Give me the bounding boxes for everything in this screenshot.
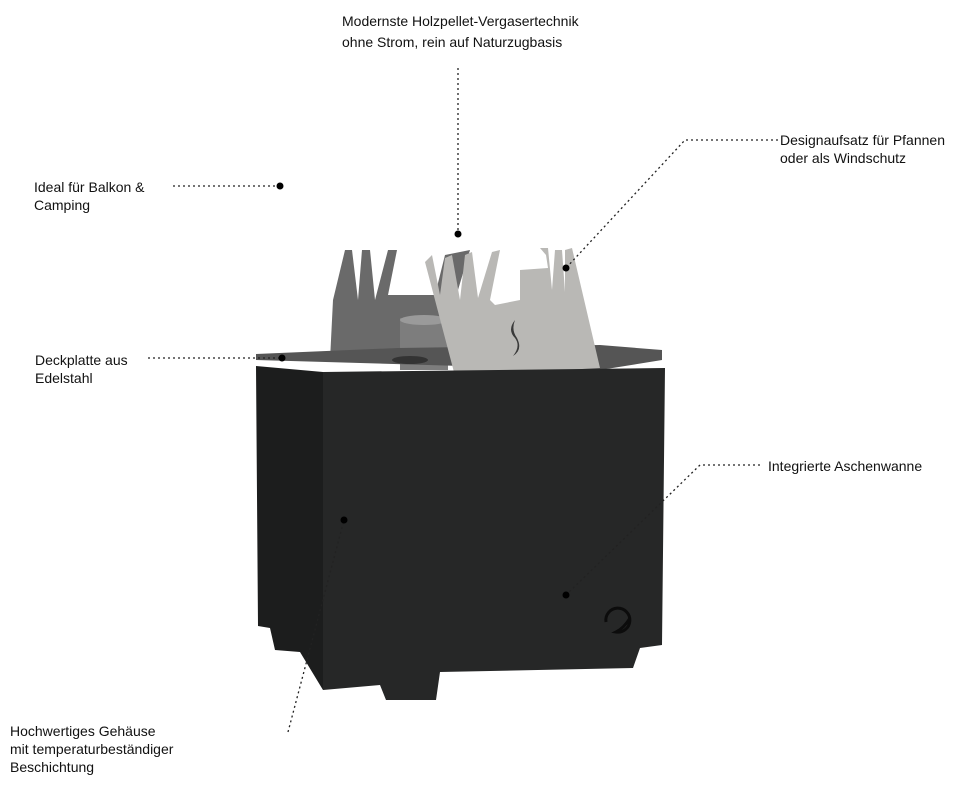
label-cover-plate: Deckplatte aus Edelstahl bbox=[35, 352, 128, 386]
label-technology: Modernste Holzpellet-Vergasertechnik ohn… bbox=[342, 13, 579, 50]
label-balcony: Ideal für Balkon & Camping bbox=[34, 179, 145, 213]
brand-logo-icon bbox=[604, 606, 632, 634]
housing-side bbox=[256, 366, 323, 690]
chimney-top bbox=[400, 315, 448, 325]
leader-ash-pan bbox=[565, 464, 760, 596]
design-attachment-front bbox=[425, 248, 600, 376]
flame-cutout-icon bbox=[511, 320, 520, 356]
leader-design-attachment bbox=[565, 139, 778, 269]
label-design-attachment: Designaufsatz für Pfannen oder als Winds… bbox=[780, 132, 945, 166]
leader-dots bbox=[276, 182, 570, 599]
label-ash-pan: Integrierte Aschenwanne bbox=[768, 458, 923, 474]
housing-front bbox=[323, 368, 665, 700]
leader-housing bbox=[287, 519, 345, 733]
deck-plate-hole bbox=[392, 356, 428, 364]
label-housing: Hochwertiges Gehäuse mit temperaturbestä… bbox=[10, 723, 174, 775]
leader-lines bbox=[148, 68, 778, 733]
